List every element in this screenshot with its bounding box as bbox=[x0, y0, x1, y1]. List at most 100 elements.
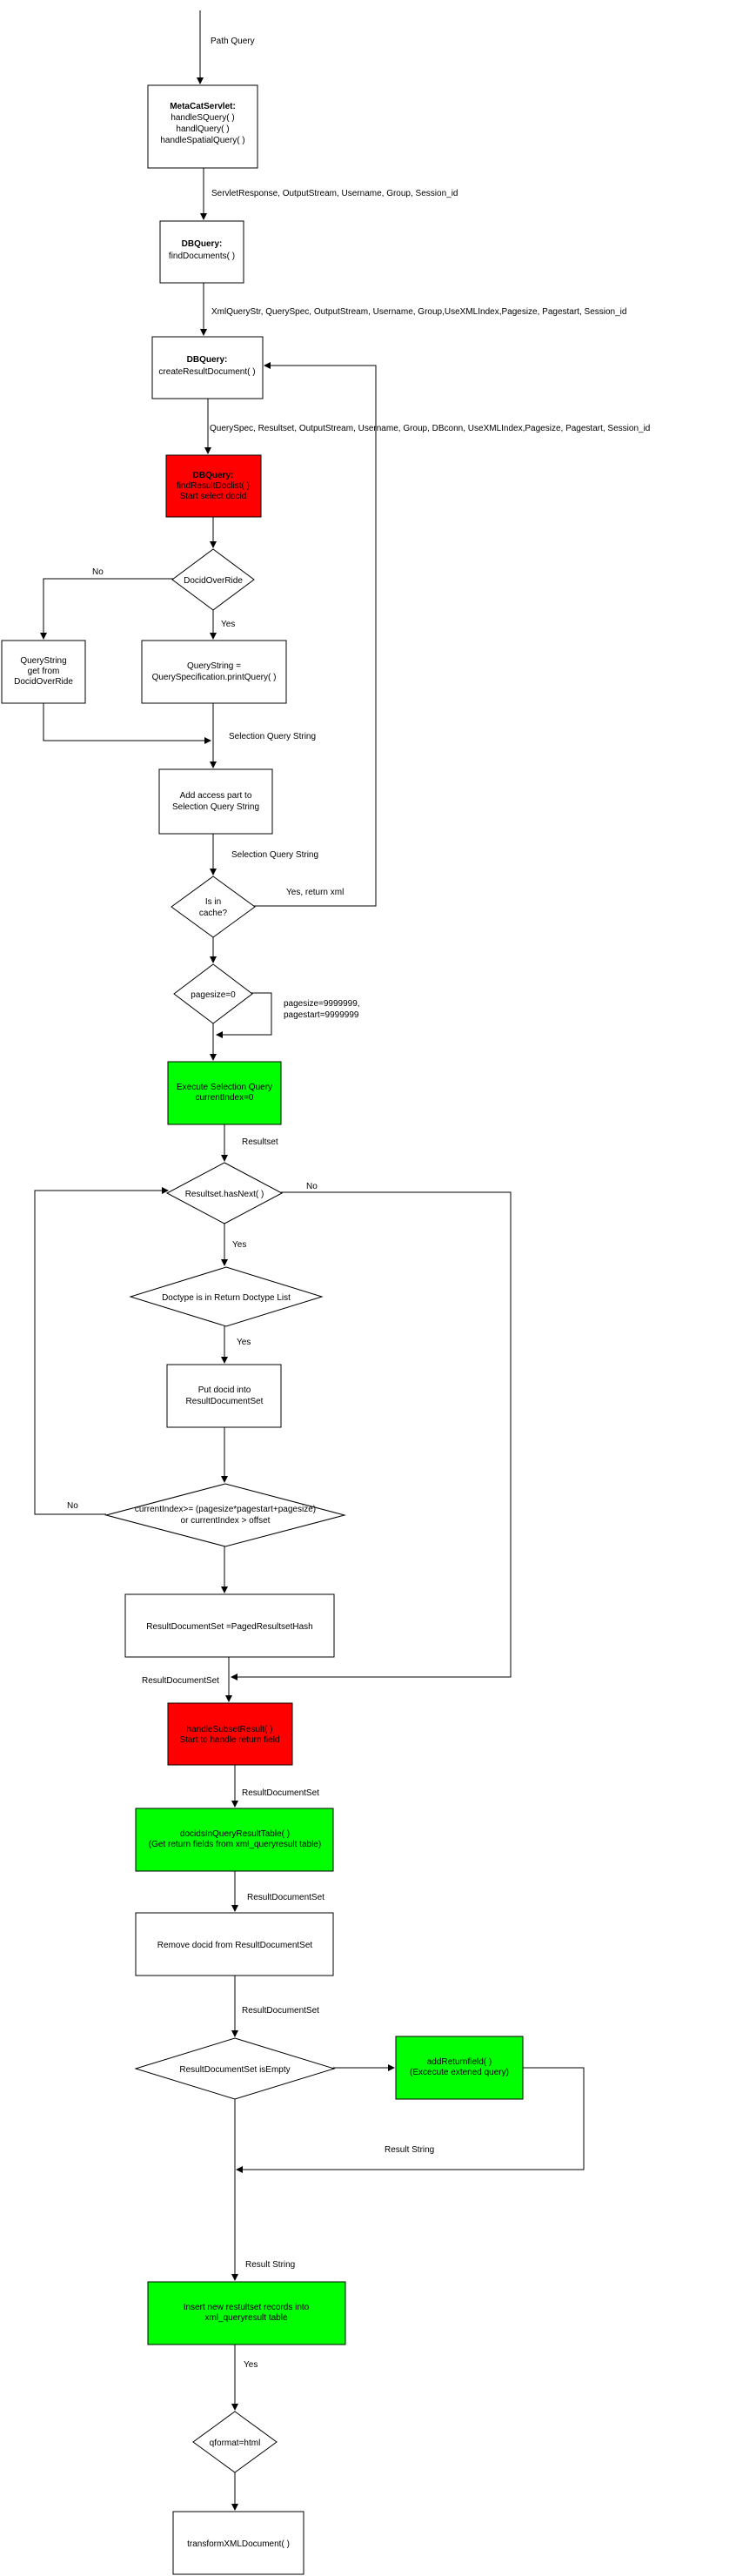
node-line: pagesize=0 bbox=[191, 990, 236, 1000]
edge-label-resultset: Resultset bbox=[242, 1137, 278, 1147]
node-line: ResultDocumentSet =PagedResultsetHash bbox=[146, 1622, 313, 1632]
result-set-is-empty-diamond: ResultDocumentSet isEmpty bbox=[134, 2037, 336, 2100]
metacat-servlet-box: MetaCatServlet: handleSQuery( ) handlQue… bbox=[147, 84, 258, 169]
node-line: Is in bbox=[205, 897, 221, 907]
node-line: Start select docid bbox=[180, 492, 247, 501]
put-docid-box: Put docid into ResultDocumentSet bbox=[166, 1364, 282, 1428]
node-line: DocidOverRide bbox=[184, 576, 243, 586]
arrow-override-merge bbox=[43, 703, 211, 744]
is-in-cache-diamond: Is in cache? bbox=[171, 875, 256, 938]
docids-in-query-box: docidsInQueryResultTable( ) (Get return … bbox=[135, 1808, 334, 1872]
edge-label-result-document-set: ResultDocumentSet bbox=[242, 1788, 319, 1798]
dbquery-create-result-box: DBQuery: createResultDocument( ) bbox=[151, 336, 264, 399]
node-line: createResultDocument( ) bbox=[158, 367, 255, 377]
arrow-cache-yes-loop bbox=[254, 362, 377, 907]
node-title: MetaCatServlet: bbox=[170, 102, 236, 111]
edge-label-result-document-set: ResultDocumentSet bbox=[242, 2006, 319, 2016]
arrow-add-return-back bbox=[236, 2067, 585, 2173]
edge-label-yes-doctype: Yes bbox=[237, 1338, 251, 1347]
edge-label-pagesize-note: pagestart=9999999 bbox=[284, 1010, 359, 1020]
edge-label-dbquery-args: XmlQueryStr, QuerySpec, OutputStream, Us… bbox=[211, 307, 626, 317]
arrow-no-loop-back bbox=[34, 1187, 169, 1515]
qformat-html-diamond: qformat=html bbox=[192, 2411, 278, 2473]
node-line: Start to handle return field bbox=[179, 1735, 279, 1745]
edge-label-yes-hasnext: Yes bbox=[232, 1240, 246, 1250]
add-return-field-box: addReturnfield( ) (Excecute extened quer… bbox=[395, 2036, 524, 2100]
node-line: currentIndex=0 bbox=[196, 1093, 254, 1103]
remove-docid-box: Remove docid from ResultDocumentSet bbox=[135, 1912, 334, 1976]
node-line: handlQuery( ) bbox=[176, 124, 229, 134]
edge-label-selection-query: Selection Query String bbox=[229, 732, 316, 741]
edge-label-no: No bbox=[92, 567, 104, 577]
node-line: ResultDocumentSet bbox=[186, 1397, 264, 1406]
node-line: addReturnfield( ) bbox=[427, 2057, 492, 2067]
node-line: QuerySpecification.printQuery( ) bbox=[152, 673, 277, 682]
node-line: xml_queryresult table bbox=[204, 2313, 287, 2323]
node-line: Selection Query String bbox=[172, 802, 259, 812]
node-title: DBQuery: bbox=[182, 239, 223, 249]
node-line: handleSQuery( ) bbox=[171, 113, 234, 123]
edge-label-yes-final: Yes bbox=[244, 2360, 258, 2370]
edge-label-servlet-args: ServletResponse, OutputStream, Username,… bbox=[211, 189, 458, 198]
arrow-no-to-override bbox=[40, 578, 174, 640]
pagesize-diamond: pagesize=0 bbox=[173, 963, 253, 1024]
node-line: (Excecute extened query) bbox=[410, 2068, 509, 2077]
node-line: findResultDoclist( ) bbox=[177, 481, 250, 491]
edge-label-no-loop: No bbox=[67, 1501, 78, 1511]
node-line: Remove docid from ResultDocumentSet bbox=[157, 1941, 313, 1950]
arrow-hasnext-no bbox=[231, 1191, 512, 1680]
edge-label-create-args: QuerySpec, Resultset, OutputStream, User… bbox=[210, 424, 650, 433]
edge-label-result-document-set: ResultDocumentSet bbox=[142, 1676, 219, 1686]
edge-label-result-string: Result String bbox=[385, 2145, 434, 2155]
paged-resultset-box: ResultDocumentSet =PagedResultsetHash bbox=[124, 1593, 335, 1658]
arrow-pagesize-loop bbox=[216, 992, 272, 1038]
edge-label-path-query: Path Query bbox=[211, 37, 255, 46]
node-line: QueryString = bbox=[187, 661, 241, 671]
edge-label-yes: Yes bbox=[221, 620, 235, 629]
edge-label-no-hasnext: No bbox=[306, 1182, 318, 1191]
node-line: get from bbox=[28, 667, 60, 676]
node-line: Execute Selection Query bbox=[177, 1083, 272, 1092]
edge-label-result-document-set: ResultDocumentSet bbox=[247, 1893, 324, 1902]
node-line: Put docid into bbox=[198, 1385, 251, 1395]
doctype-diamond: Doctype is in Return Doctype List bbox=[129, 1266, 324, 1327]
edge-label-yes-return-xml: Yes, return xml bbox=[286, 888, 344, 897]
transform-xml-document-box: transformXMLDocument( ) bbox=[172, 2511, 304, 2575]
resultset-hasnext-diamond: Resultset.hasNext( ) bbox=[165, 1162, 284, 1224]
node-line: Resultset.hasNext( ) bbox=[185, 1190, 264, 1199]
insert-new-records-box: Insert new restultset records into xml_q… bbox=[147, 2281, 346, 2345]
querystring-override-box: QueryString get from DocidOverRide bbox=[1, 640, 86, 704]
node-line: QueryString bbox=[20, 656, 66, 666]
node-title: DBQuery: bbox=[187, 355, 228, 365]
node-line: Doctype is in Return Doctype List bbox=[162, 1293, 291, 1303]
querystring-print-box: QueryString = QuerySpecification.printQu… bbox=[141, 640, 287, 704]
node-line: DocidOverRide bbox=[14, 677, 73, 687]
handle-subset-result-box: handleSubsetResult( ) Start to handle re… bbox=[167, 1702, 293, 1766]
edge-labels: Path Query ServletResponse, OutputStream… bbox=[67, 37, 650, 2370]
dbquery-find-doclist-box: DBQuery: findResultDoclist( ) Start sele… bbox=[165, 454, 262, 518]
edge-label-selection-query: Selection Query String bbox=[231, 850, 318, 860]
node-line: cache? bbox=[199, 909, 228, 918]
node-line: (Get return fields from xml_queryresult … bbox=[149, 1840, 321, 1849]
node-line: Insert new restultset records into bbox=[184, 2303, 310, 2312]
dbquery-find-documents-box: DBQuery: findDocuments( ) bbox=[159, 220, 244, 284]
node-line: currentIndex>= (pagesize*pagestart+pages… bbox=[135, 1505, 316, 1514]
node-title: DBQuery: bbox=[193, 471, 234, 480]
execute-selection-box: Execute Selection Query currentIndex=0 bbox=[167, 1061, 282, 1125]
current-index-diamond: currentIndex>= (pagesize*pagestart+pages… bbox=[104, 1483, 346, 1547]
node-line: findDocuments( ) bbox=[169, 252, 235, 261]
add-access-box: Add access part to Selection Query Strin… bbox=[158, 768, 273, 835]
node-line: ResultDocumentSet isEmpty bbox=[179, 2065, 290, 2075]
node-line: transformXMLDocument( ) bbox=[187, 2539, 290, 2549]
edge-label-pagesize-note: pagesize=9999999, bbox=[284, 999, 360, 1009]
node-line: qformat=html bbox=[210, 2438, 261, 2448]
node-line: Add access part to bbox=[180, 791, 252, 801]
connectors bbox=[34, 10, 585, 2511]
docid-override-diamond: DocidOverRide bbox=[171, 548, 255, 611]
node-line: or currentIndex > offset bbox=[181, 1516, 271, 1526]
node-line: handleSubsetResult( ) bbox=[187, 1725, 273, 1734]
node-line: docidsInQueryResultTable( ) bbox=[180, 1829, 290, 1839]
node-line: handleSpatialQuery( ) bbox=[160, 136, 244, 145]
edge-label-result-string: Result String bbox=[245, 2260, 295, 2270]
